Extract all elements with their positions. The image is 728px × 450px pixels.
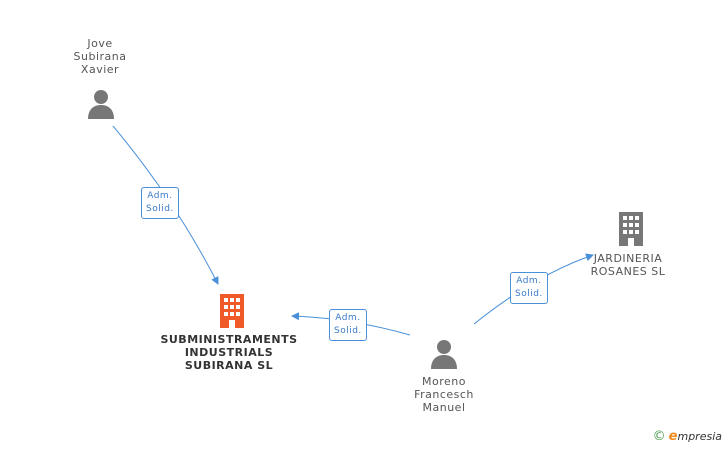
building-icon[interactable] — [217, 293, 247, 329]
copyright-icon: © — [652, 429, 666, 444]
person-label-jove[interactable]: Jove Subirana Xavier — [62, 37, 138, 76]
brand-watermark[interactable]: ©empresia — [653, 429, 722, 444]
label-line: Xavier — [80, 63, 120, 76]
label-line: SUBMINISTRAMENTS — [160, 333, 298, 346]
label-line: ROSANES SL — [590, 265, 666, 278]
label-line: Francesch — [414, 388, 474, 401]
brand-name: mpresia — [677, 430, 722, 443]
label-line: Jove — [87, 37, 113, 50]
label-line: SUBIRANA SL — [184, 359, 274, 372]
badge-line: Adm. — [335, 313, 361, 323]
brand-logo-letter: e — [668, 429, 678, 444]
person-label-moreno[interactable]: Moreno Francesch Manuel — [400, 375, 488, 414]
person-icon[interactable] — [429, 338, 459, 370]
edge-label-moreno-subministraments: Adm. Solid. — [329, 309, 367, 341]
badge-line: Adm. — [516, 276, 542, 286]
badge-line: Solid. — [146, 204, 174, 214]
badge-line: Solid. — [334, 326, 362, 336]
label-line: Subirana — [73, 50, 127, 63]
badge-line: Solid. — [515, 289, 543, 299]
company-label-jardineria[interactable]: JARDINERIA ROSANES SL — [586, 252, 670, 278]
badge-line: Adm. — [147, 191, 173, 201]
label-line: JARDINERIA — [593, 252, 663, 265]
person-icon[interactable] — [86, 88, 116, 120]
label-line: INDUSTRIALS — [184, 346, 274, 359]
edge-label-moreno-jardineria: Adm. Solid. — [510, 272, 548, 304]
building-icon[interactable] — [616, 211, 646, 247]
edge-label-jove-subministraments: Adm. Solid. — [141, 187, 179, 219]
label-line: Manuel — [422, 401, 466, 414]
label-line: Moreno — [422, 375, 466, 388]
company-label-subministraments[interactable]: SUBMINISTRAMENTS INDUSTRIALS SUBIRANA SL — [158, 333, 300, 372]
